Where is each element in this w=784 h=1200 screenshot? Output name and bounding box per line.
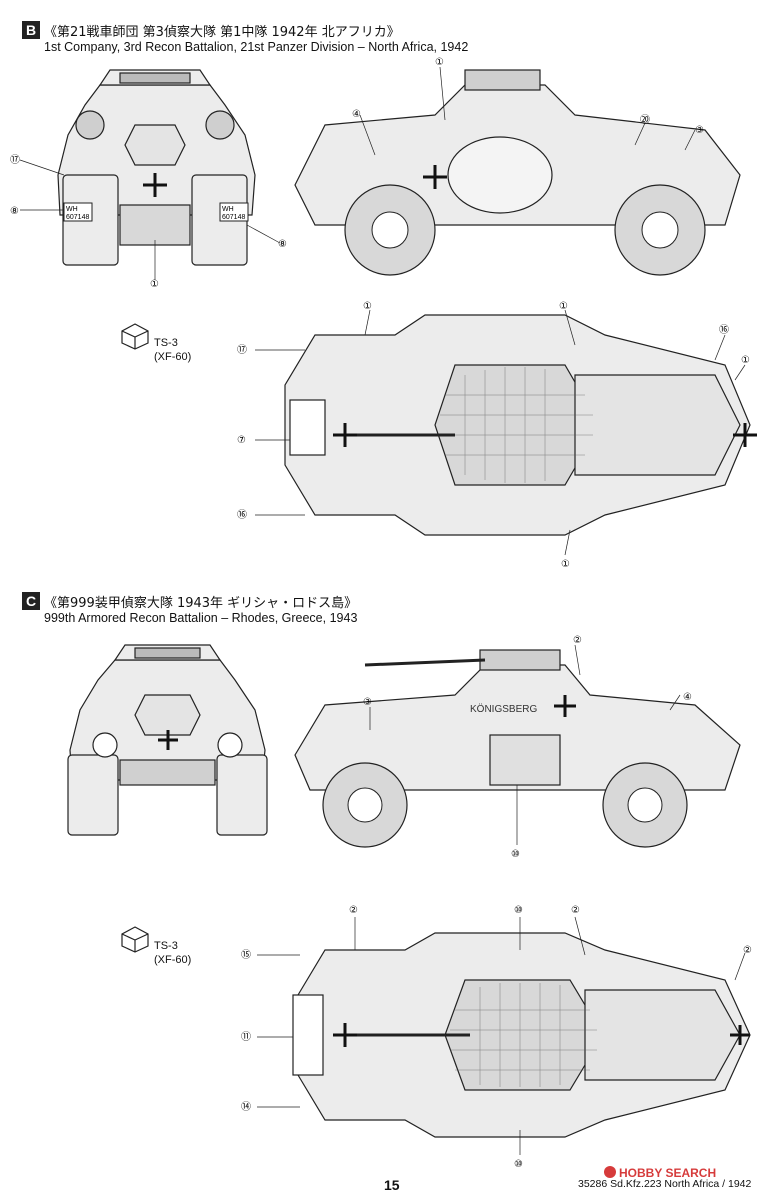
svg-text:②: ②	[743, 945, 752, 956]
svg-text:⑩: ⑩	[511, 849, 520, 860]
svg-text:⑮: ⑮	[241, 949, 251, 961]
svg-text:⑧: ⑧	[278, 239, 287, 250]
svg-text:①: ①	[741, 355, 750, 366]
svg-text:⑯: ⑯	[237, 509, 247, 521]
svg-text:607148: 607148	[66, 214, 89, 221]
scheme-b-title-jp: 《第21戦車師団 第3偵察大隊 第1中隊 1942年 北アフリカ》	[44, 25, 400, 40]
svg-text:①: ①	[561, 559, 570, 570]
scheme-b-side-view: ① ④ ⑳ ③	[294, 57, 741, 276]
svg-text:⑩: ⑩	[514, 1159, 523, 1170]
scheme-b-plate-left: WH	[66, 206, 78, 213]
paint-cube-icon	[121, 926, 149, 953]
scheme-c-side-view: KÖNIGSBERG ③ ② ④ ⑩	[294, 635, 741, 860]
product-code: 35286 Sd.Kfz.223 North Africa / 1942	[578, 1178, 752, 1190]
paint-cube-icon	[121, 323, 149, 350]
scheme-c-front-view	[67, 644, 268, 836]
svg-text:⑦: ⑦	[237, 435, 246, 446]
svg-text:⑭: ⑭	[241, 1101, 251, 1113]
scheme-c-title-en: 999th Armored Recon Battalion – Rhodes, …	[44, 611, 358, 625]
page-number: 15	[384, 1177, 400, 1193]
scheme-b-paint-code: TS-3	[154, 337, 178, 349]
scheme-b-front-view: WH 607148 WH 607148 ⑰ ⑧ ① ⑧	[10, 69, 287, 290]
svg-text:③: ③	[363, 697, 372, 708]
scheme-b-title-en: 1st Company, 3rd Recon Battalion, 21st P…	[44, 40, 469, 54]
svg-text:④: ④	[352, 109, 361, 120]
svg-text:④: ④	[683, 692, 692, 703]
svg-text:⑯: ⑯	[719, 324, 729, 336]
svg-text:⑪: ⑪	[241, 1031, 251, 1043]
scheme-c-top-view: ⑮ ⑪ ⑭ ② ⑩ ② ② ⑩	[241, 905, 752, 1170]
svg-text:①: ①	[150, 279, 159, 290]
scheme-b-paint-sub: (XF-60)	[154, 351, 192, 363]
svg-text:①: ①	[559, 301, 568, 312]
svg-text:①: ①	[363, 301, 372, 312]
scheme-b-letter: B	[22, 21, 40, 39]
svg-text:②: ②	[349, 905, 358, 916]
scheme-c-hull-name: KÖNIGSBERG	[470, 703, 537, 715]
watermark: HOBBY SEARCH	[604, 1166, 716, 1180]
scheme-c-title-jp: 《第999装甲偵察大隊 1943年 ギリシャ・ロドス島》	[44, 596, 358, 611]
svg-text:①: ①	[435, 57, 444, 68]
svg-text:⑩: ⑩	[514, 905, 523, 916]
svg-text:⑰: ⑰	[10, 154, 20, 166]
scheme-c-paint-sub: (XF-60)	[154, 954, 192, 966]
svg-text:607148: 607148	[222, 214, 245, 221]
scheme-c-letter: C	[22, 592, 40, 610]
svg-text:②: ②	[573, 635, 582, 646]
svg-text:⑳: ⑳	[640, 114, 650, 126]
svg-text:⑧: ⑧	[10, 206, 19, 217]
scheme-c-paint-code: TS-3	[154, 940, 178, 952]
svg-text:③: ③	[695, 125, 704, 136]
svg-text:②: ②	[571, 905, 580, 916]
scheme-b-plate-right: WH	[222, 206, 234, 213]
watermark-logo-icon	[604, 1166, 616, 1178]
svg-text:⑰: ⑰	[237, 344, 247, 356]
scheme-b-top-view: ⑰ ⑦ ⑯ ① ① ⑯ ① ①	[237, 301, 757, 570]
